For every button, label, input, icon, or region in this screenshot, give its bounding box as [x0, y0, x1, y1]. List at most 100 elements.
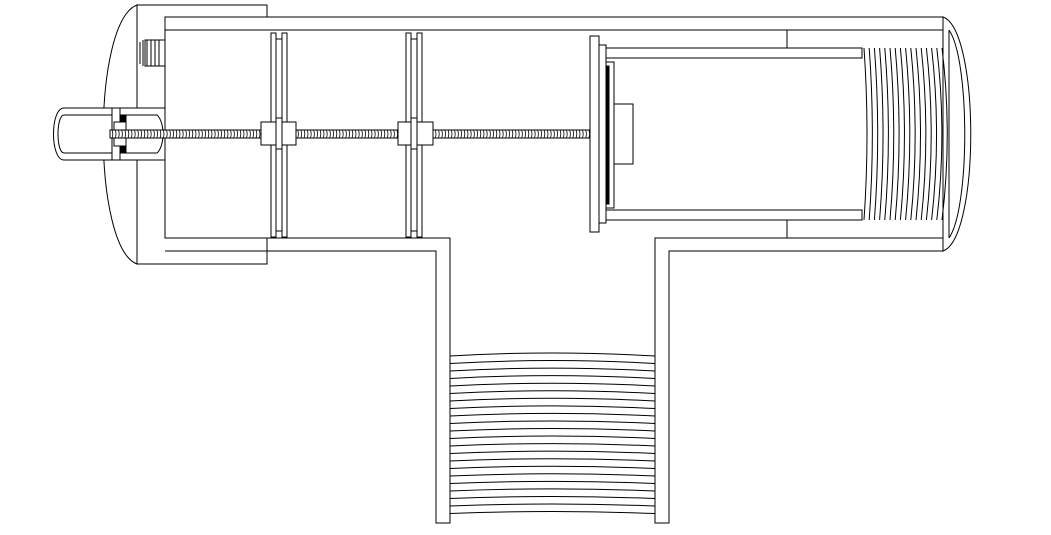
rod-thread	[345, 129, 347, 139]
rod-thread	[207, 129, 210, 139]
piston-plate-outer	[589, 35, 600, 233]
rod-thread	[498, 129, 501, 139]
rod-thread	[508, 129, 510, 139]
rod-thread	[220, 129, 222, 139]
rod-thread	[146, 129, 149, 139]
rod-thread	[556, 129, 558, 139]
right-helical-coil	[863, 47, 948, 221]
rod-thread	[172, 129, 174, 139]
coil-turn	[449, 382, 656, 387]
right-dome	[942, 16, 972, 252]
rod-thread	[569, 129, 571, 139]
rod-thread	[332, 129, 334, 139]
rod-thread	[127, 129, 130, 139]
right-sleeve	[605, 30, 863, 238]
rod-thread	[495, 129, 498, 139]
rod-thread	[326, 129, 328, 139]
rod-thread	[188, 129, 190, 139]
coil-turn	[449, 503, 656, 507]
rod-thread	[303, 129, 306, 139]
coil-turn	[449, 488, 656, 492]
rod-thread	[300, 129, 302, 139]
coil-turn	[449, 443, 656, 447]
rod-thread	[140, 129, 142, 139]
rod-thread	[450, 129, 453, 139]
rod-thread	[121, 129, 123, 139]
rod-thread	[335, 129, 338, 139]
rod-thread	[204, 129, 206, 139]
rod-thread	[252, 129, 254, 139]
rod-thread	[351, 129, 354, 139]
rod-thread	[175, 129, 178, 139]
rod-thread	[383, 129, 386, 139]
rod-thread	[470, 129, 472, 139]
rod-thread	[134, 129, 136, 139]
rod-thread	[473, 129, 475, 139]
coil-turn	[449, 390, 656, 394]
connector-barrel	[53, 107, 113, 161]
rod-thread	[575, 129, 578, 139]
rod-thread	[537, 129, 539, 139]
rod-thread	[559, 129, 562, 139]
rod-thread	[502, 129, 504, 139]
rod-thread	[370, 129, 373, 139]
coil-turn	[449, 458, 656, 462]
rod-thread	[159, 129, 162, 139]
coil-turn	[449, 397, 656, 402]
rod-thread	[377, 129, 379, 139]
coil-turn	[449, 405, 656, 409]
rod-thread	[444, 129, 446, 139]
coil-turn	[925, 47, 932, 221]
rod-thread	[114, 129, 117, 139]
coil-turn	[873, 47, 879, 221]
coil-turn	[449, 352, 656, 357]
spacer-disc-1	[260, 32, 297, 238]
coil-turn	[889, 47, 895, 221]
rod-thread	[438, 129, 440, 139]
threaded-rod	[109, 129, 611, 139]
rod-thread	[239, 129, 242, 139]
rod-thread	[214, 129, 216, 139]
piston-assembly	[589, 35, 634, 233]
rod-thread	[454, 129, 456, 139]
rod-thread	[297, 129, 299, 139]
rod-thread	[489, 129, 491, 139]
coil-turn	[899, 47, 905, 221]
tuning-port	[139, 39, 166, 67]
rod-thread	[524, 129, 526, 139]
rod-thread	[236, 129, 238, 139]
rod-thread	[550, 129, 552, 139]
rod-thread	[364, 129, 366, 139]
coil-turn	[449, 465, 656, 469]
rod-thread	[361, 129, 363, 139]
rod-thread	[153, 129, 155, 139]
coax-connector	[53, 39, 166, 161]
rod-thread	[313, 129, 315, 139]
piston-plate-inner	[598, 44, 607, 224]
rod-thread	[566, 129, 568, 139]
rod-thread	[182, 129, 184, 139]
rod-thread	[322, 129, 325, 139]
rod-thread	[166, 129, 168, 139]
rod-thread	[476, 129, 478, 139]
rod-thread	[358, 129, 360, 139]
rod-thread	[585, 129, 587, 139]
rod-thread	[530, 129, 533, 139]
rod-thread	[511, 129, 514, 139]
coil-turn	[449, 412, 656, 417]
rod-thread	[540, 129, 542, 139]
rod-thread	[374, 129, 376, 139]
coil-turn	[931, 47, 938, 221]
rod-thread	[457, 129, 459, 139]
body-bottom-wall	[165, 237, 451, 524]
rod-thread	[527, 129, 530, 139]
rod-thread	[354, 129, 357, 139]
coil-turn	[915, 47, 921, 221]
rod-thread	[150, 129, 152, 139]
rod-thread	[319, 129, 322, 139]
rod-thread	[518, 129, 520, 139]
rod-thread	[258, 129, 261, 139]
rod-thread	[194, 129, 197, 139]
piston-hub	[613, 103, 634, 165]
main-housing	[102, 4, 972, 524]
